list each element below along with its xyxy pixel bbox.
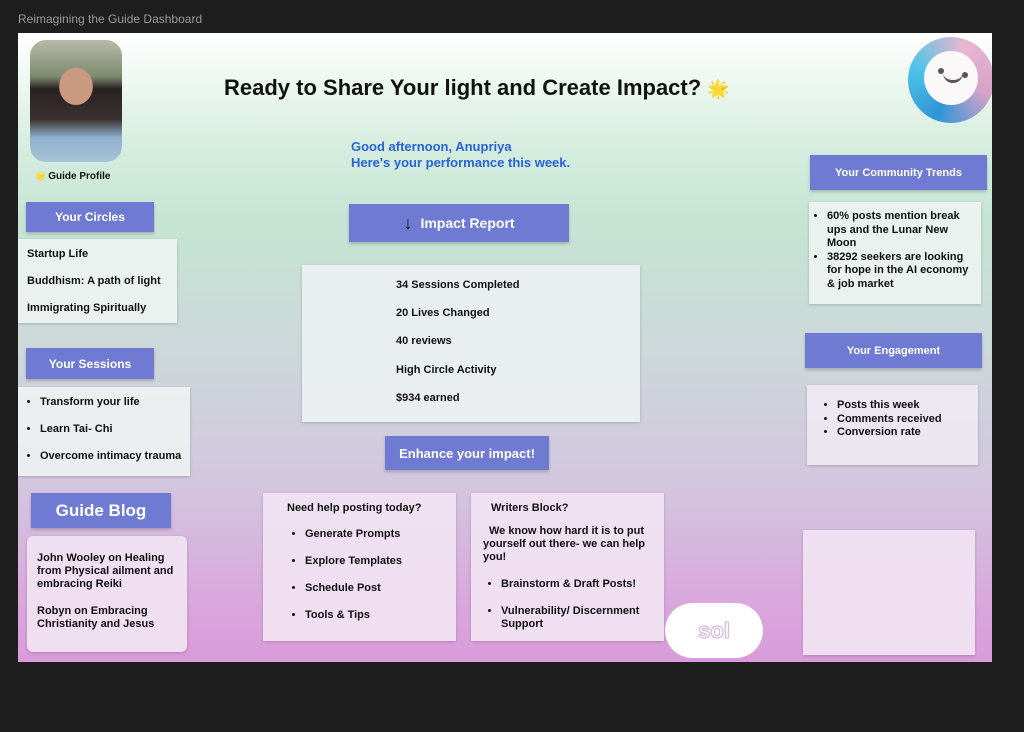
title-text: Ready to Share Your light and Create Imp… [224, 75, 702, 100]
your-circles-button[interactable]: Your Circles [26, 202, 154, 232]
smiley-face-icon [924, 51, 978, 105]
guide-blog-button[interactable]: Guide Blog [31, 493, 171, 528]
impact-stat: 40 reviews [396, 335, 452, 347]
writers-block-body: We know how hard it is to put yourself o… [483, 525, 645, 563]
session-item[interactable]: Learn Tai- Chi [40, 423, 184, 450]
impact-report-label: Impact Report [420, 215, 515, 231]
impact-stats-card: 34 Sessions Completed 20 Lives Changed 4… [302, 265, 640, 422]
sol-chat-button[interactable]: sol [665, 603, 763, 658]
community-trends-card: 60% posts mention break ups and the Luna… [809, 202, 981, 304]
writers-block-title: Writers Block? [491, 502, 569, 514]
impact-stat: 20 Lives Changed [396, 307, 490, 319]
impact-report-button[interactable]: ↓ Impact Report [349, 204, 569, 242]
engagement-metric: Conversion rate [837, 426, 978, 440]
performance-line: Here's your performance this week. [351, 155, 571, 170]
engagement-metric: Comments received [837, 413, 978, 427]
circle-item[interactable]: Buddhism: A path of light [27, 275, 161, 287]
posting-tool[interactable]: Tools & Tips [305, 609, 456, 621]
sessions-card: Transform your life Learn Tai- Chi Overc… [18, 387, 190, 476]
star-icon: 🌟 [35, 171, 47, 181]
session-item[interactable]: Overcome intimacy trauma [40, 450, 184, 462]
trend-item: 60% posts mention break ups and the Luna… [827, 210, 975, 251]
trend-item: 38292 seekers are looking for hope in th… [827, 251, 975, 292]
posting-tool[interactable]: Schedule Post [305, 582, 456, 609]
posting-help-card: Need help posting today? Generate Prompt… [263, 493, 456, 641]
your-engagement-button[interactable]: Your Engagement [805, 333, 982, 368]
posting-tool[interactable]: Generate Prompts [305, 528, 456, 555]
page-title: Ready to Share Your light and Create Imp… [224, 75, 730, 101]
circle-item[interactable]: Startup Life [27, 248, 89, 260]
writers-tool[interactable]: Brainstorm & Draft Posts! [501, 578, 654, 591]
arrow-down-icon: ↓ [403, 212, 413, 233]
guide-profile-link[interactable]: 🌟 Guide Profile [35, 171, 110, 182]
window-title: Reimagining the Guide Dashboard [18, 12, 203, 26]
guide-profile-label: Guide Profile [48, 171, 111, 182]
impact-stat: High Circle Activity [396, 364, 497, 376]
posting-help-title: Need help posting today? [287, 502, 422, 514]
circle-item[interactable]: Immigrating Spiritually [27, 302, 147, 314]
blog-card: John Wooley on Healing from Physical ail… [27, 536, 187, 652]
impact-stat: $934 earned [396, 392, 460, 404]
greeting: Good afternoon, Anupriya Here's your per… [351, 139, 570, 171]
profile-photo[interactable] [30, 40, 122, 162]
impact-stat: 34 Sessions Completed [396, 279, 520, 291]
dashboard-canvas: 🌟 Guide Profile Ready to Share Your ligh… [18, 33, 992, 662]
community-trends-button[interactable]: Your Community Trends [810, 155, 987, 190]
sparkle-star-icon: 🌟 [707, 79, 730, 99]
your-sessions-button[interactable]: Your Sessions [26, 348, 154, 379]
posting-tool[interactable]: Explore Templates [305, 555, 456, 582]
blog-post-link[interactable]: Robyn on Embracing Christianity and Jesu… [37, 605, 155, 630]
greeting-line: Good afternoon, Anupriya [351, 139, 512, 154]
writers-block-card: Writers Block? We know how hard it is to… [471, 493, 664, 641]
engagement-card: Posts this week Comments received Conver… [807, 385, 978, 465]
sol-logo: sol [698, 617, 731, 643]
blog-post-link[interactable]: John Wooley on Healing from Physical ail… [37, 552, 174, 590]
sol-avatar-logo[interactable] [908, 37, 992, 123]
enhance-impact-button[interactable]: Enhance your impact! [385, 436, 549, 470]
engagement-metric: Posts this week [837, 399, 978, 413]
circles-card: Startup Life Buddhism: A path of light I… [18, 239, 177, 323]
session-item[interactable]: Transform your life [40, 396, 184, 423]
empty-card [803, 530, 975, 655]
writers-tool[interactable]: Vulnerability/ Discernment Support [501, 605, 654, 631]
